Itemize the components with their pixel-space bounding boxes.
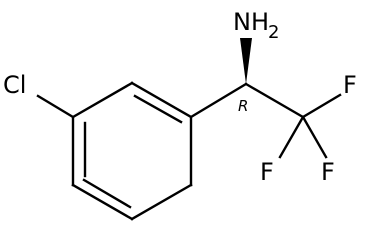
c-cl-bond bbox=[36, 94, 75, 119]
c-f-bond-lower-left bbox=[278, 115, 305, 159]
amine-hydrogen-count: 2 bbox=[268, 22, 279, 43]
benzene-ring bbox=[71, 81, 193, 221]
ring-bond-top-right bbox=[130, 81, 193, 119]
fluorine-atom-label-lower-right: F bbox=[321, 158, 335, 186]
wedge-bond-to-amine bbox=[240, 38, 252, 84]
ring-to-stereocenter-bond bbox=[189, 82, 248, 119]
ring-bond-bottom-right bbox=[130, 183, 193, 221]
ring-bond-top-left bbox=[71, 81, 134, 119]
ring-double-bond-inner-bottom-left bbox=[82, 178, 132, 209]
stereocenter-to-cf3-bond bbox=[244, 82, 305, 119]
c-f-bond-upper-right bbox=[301, 93, 342, 119]
ring-double-bond-inner-top-right bbox=[133, 94, 183, 124]
stereo-descriptor-label: R bbox=[238, 97, 248, 115]
c-f-bond-lower-right bbox=[301, 115, 328, 159]
ring-bond-bottom-left bbox=[71, 183, 134, 221]
molecule-structure-diagram: Cl NH 2 R F F F bbox=[3, 8, 357, 221]
chlorine-atom-label: Cl bbox=[3, 71, 26, 99]
fluorine-atom-label-upper-right: F bbox=[343, 71, 357, 99]
fluorine-atom-label-lower-left: F bbox=[260, 158, 274, 186]
amine-atom-label: NH bbox=[233, 8, 269, 36]
